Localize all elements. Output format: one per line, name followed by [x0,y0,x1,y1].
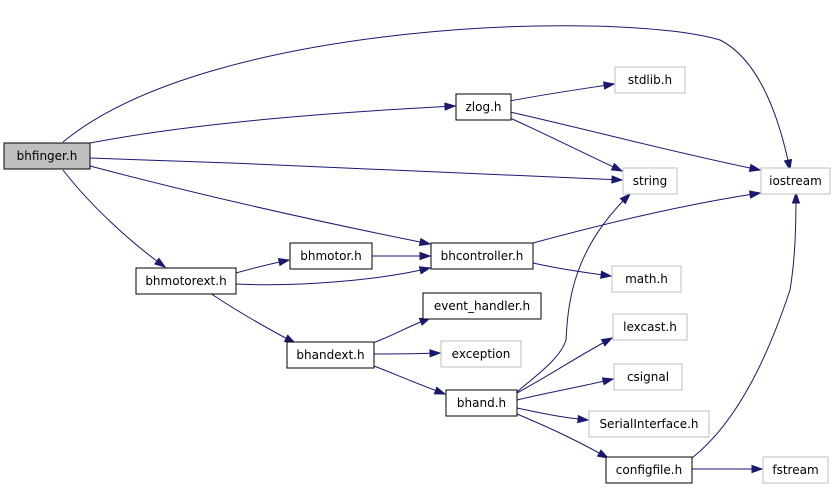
node-bhcontroller[interactable]: bhcontroller.h [430,242,534,270]
edge-bhfinger-bhmotorext [62,169,167,268]
node-bhandext[interactable]: bhandext.h [286,341,375,369]
node-serialinterface[interactable]: SerialInterface.h [588,410,710,438]
edges [62,25,801,474]
node-lexcast[interactable]: lexcast.h [612,313,688,341]
edge-bhfinger-string [89,157,624,184]
node-iostream[interactable]: iostream [760,167,831,195]
edge-configfile-iostream [691,191,801,459]
node-label-stdlib: stdlib.h [628,73,672,87]
node-label-bhmotor: bhmotor.h [300,249,362,263]
nodes: bhfinger.h zlog.h stdlib.h string iostre… [3,66,831,484]
node-event-handler[interactable]: event_handler.h [422,292,542,320]
edge-bhfinger-zlog [89,102,457,144]
node-label-fstream: fstream [772,463,818,477]
node-label-string: string [633,174,667,188]
node-fstream[interactable]: fstream [762,456,829,484]
node-label-bhandext: bhandext.h [296,348,364,362]
edge-bhmotorext-bhcontroller [235,266,432,286]
edge-bhand-lexcast [516,337,614,394]
edge-bhandext-bhand [373,365,447,395]
edge-bhfinger-iostream [62,25,793,172]
node-math[interactable]: math.h [611,265,682,293]
node-string[interactable]: string [622,167,678,195]
node-label-lexcast: lexcast.h [623,320,677,334]
node-exception[interactable]: exception [440,340,522,368]
edge-bhcontroller-iostream [532,190,762,244]
node-csignal[interactable]: csignal [613,363,683,391]
node-configfile[interactable]: configfile.h [605,456,693,484]
edge-zlog-stdlib [509,81,616,102]
edge-bhand-string [516,192,632,393]
node-label-bhcontroller: bhcontroller.h [441,249,524,263]
edge-zlog-string [509,117,624,172]
node-label-iostream: iostream [769,174,822,188]
edge-bhand-serialinterface [516,407,590,424]
node-label-event-handler: event_handler.h [434,299,530,313]
edge-bhfinger-bhcontroller [89,165,432,247]
edge-bhmotor-bhcontroller [372,251,432,261]
node-label-csignal: csignal [627,370,669,384]
node-label-configfile: configfile.h [616,463,682,477]
node-bhmotor[interactable]: bhmotor.h [289,242,373,270]
node-zlog[interactable]: zlog.h [455,93,512,121]
node-stdlib[interactable]: stdlib.h [614,66,686,94]
edge-bhand-csignal [516,377,615,401]
node-label-bhmotorext: bhmotorext.h [145,274,226,288]
edge-bhand-configfile [516,413,610,459]
node-label-math: math.h [625,272,668,286]
node-bhmotorext[interactable]: bhmotorext.h [135,267,237,295]
node-label-bhand: bhand.h [457,396,506,410]
node-label-exception: exception [452,347,511,361]
node-label-serialinterface: SerialInterface.h [599,417,698,431]
edge-bhmotorext-bhandext [209,292,297,344]
node-bhand[interactable]: bhand.h [445,389,518,417]
edge-zlog-iostream [509,111,762,173]
edge-bhandext-event-handler [369,317,432,345]
edge-bhcontroller-math [532,262,613,279]
node-label-zlog: zlog.h [465,100,501,114]
node-label-bhfinger: bhfinger.h [17,149,78,163]
node-bhfinger[interactable]: bhfinger.h [3,142,91,170]
edge-configfile-fstream [692,464,764,474]
edge-bhmotorext-bhmotor [235,258,291,274]
edge-bhandext-exception [373,349,442,358]
